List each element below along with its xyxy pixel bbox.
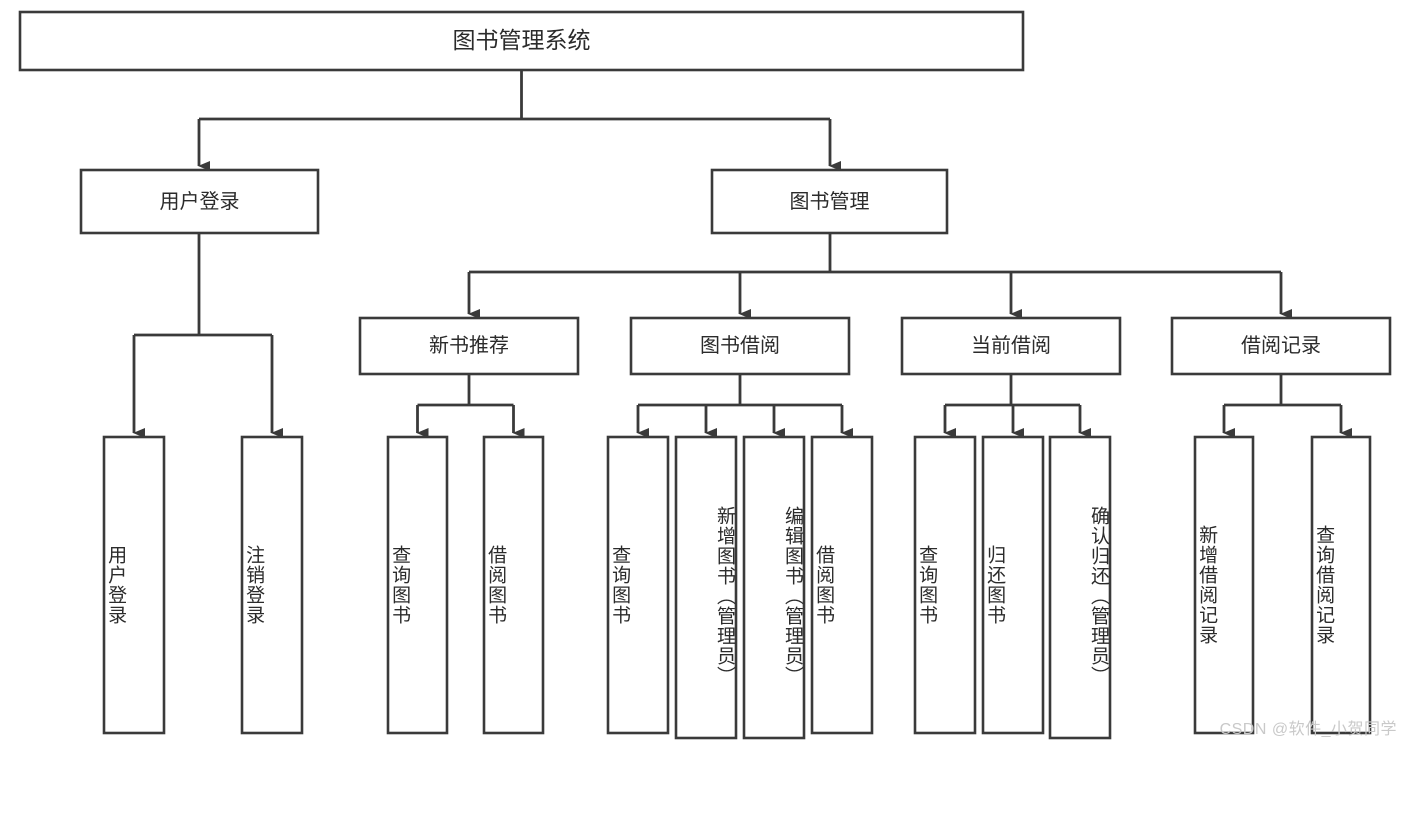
label-leaf-logout: 注销登录 — [243, 545, 265, 625]
edge-userlogin-to-leaves — [132, 233, 283, 438]
box-leaf-query-book-3[interactable] — [913, 435, 977, 735]
label-leaf-borrow-book-2: 借阅图书 — [813, 545, 835, 625]
label-leaf-borrow-book-1: 借阅图书 — [485, 545, 507, 625]
box-leaf-add-borrow-record[interactable] — [1193, 435, 1255, 735]
label-root: 图书管理系统 — [452, 27, 591, 54]
label-new-book-recommend: 新书推荐 — [429, 335, 509, 357]
label-book-borrow: 图书借阅 — [700, 335, 780, 357]
box-root[interactable] — [18, 10, 1025, 72]
edge-newbook-to-leaves — [416, 374, 525, 438]
box-leaf-query-book-2[interactable] — [606, 435, 670, 735]
label-leaf-add-borrow-record: 新增借阅记录 — [1196, 525, 1218, 645]
label-leaf-confirm-return-admin: 确认归还（管理员） — [1088, 505, 1109, 686]
label-leaf-query-borrow-record: 查询借阅记录 — [1313, 525, 1335, 645]
box-leaf-borrow-book-2[interactable] — [810, 435, 874, 735]
label-leaf-edit-book-admin: 编辑图书（管理员） — [782, 505, 803, 686]
box-leaf-user-login[interactable] — [102, 435, 166, 735]
box-leaf-add-book-admin[interactable] — [674, 435, 738, 740]
edge-bookmgmt-to-level3 — [467, 233, 1292, 319]
label-leaf-query-book-3: 查询图书 — [916, 545, 938, 625]
label-leaf-return-book: 归还图书 — [984, 545, 1006, 625]
box-leaf-query-borrow-record[interactable] — [1310, 435, 1372, 735]
edge-root-to-level2 — [197, 70, 841, 171]
label-leaf-add-book-admin: 新增图书（管理员） — [714, 505, 735, 686]
edge-currentborrow-to-leaves — [943, 374, 1091, 438]
label-leaf-user-login: 用户登录 — [105, 545, 127, 625]
label-leaf-query-book-2: 查询图书 — [609, 545, 631, 625]
label-current-borrow: 当前借阅 — [971, 335, 1051, 357]
box-new-book-recommend[interactable] — [358, 316, 580, 376]
label-borrow-record: 借阅记录 — [1241, 335, 1321, 357]
label-leaf-query-book-1: 查询图书 — [389, 545, 411, 625]
diagram-canvas: 图书管理系统 用户登录 图书管理 新书推荐 图书借阅 当前借阅 借阅记录 用户登… — [18, 10, 1397, 740]
box-leaf-borrow-book-1[interactable] — [482, 435, 545, 735]
edge-bookborrow-to-leaves — [636, 374, 853, 438]
watermark: CSDN @软件_小贺同学 — [1219, 721, 1397, 738]
box-leaf-query-book-1[interactable] — [386, 435, 449, 735]
edge-borrowrecord-to-leaves — [1222, 374, 1352, 438]
tree-connectors-and-boxes — [18, 10, 1392, 740]
box-current-borrow[interactable] — [900, 316, 1122, 376]
box-leaf-return-book[interactable] — [981, 435, 1045, 735]
box-leaf-confirm-return-admin[interactable] — [1048, 435, 1112, 740]
label-book-management: 图书管理 — [789, 190, 870, 213]
box-user-login[interactable] — [79, 168, 320, 235]
label-user-login: 用户登录 — [159, 190, 240, 213]
box-leaf-logout[interactable] — [240, 435, 304, 735]
